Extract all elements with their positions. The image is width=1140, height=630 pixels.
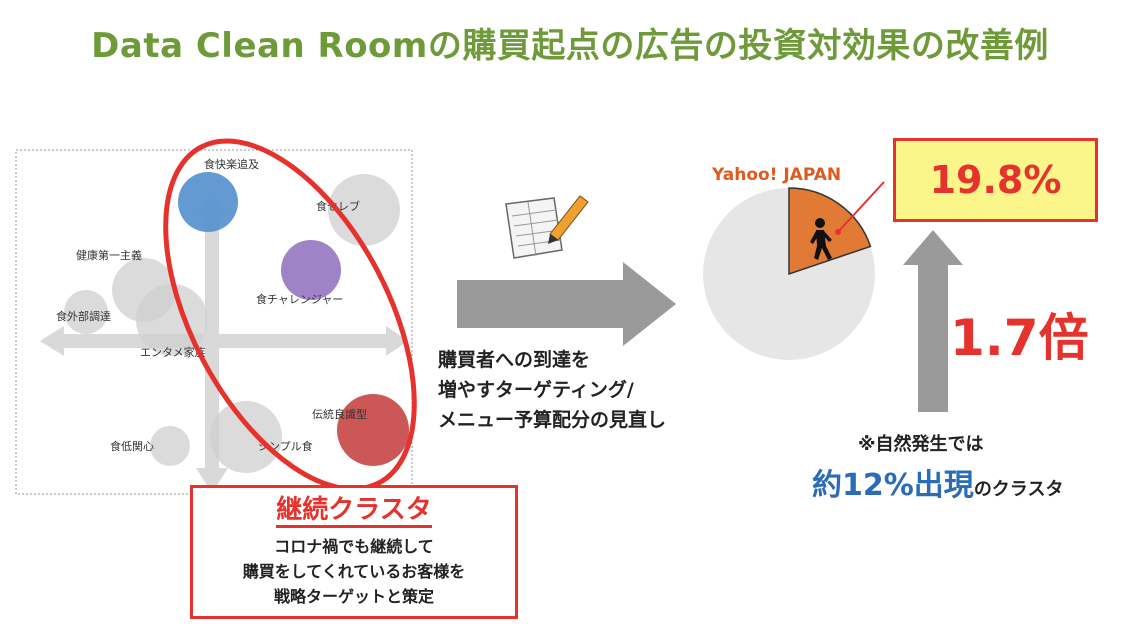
cluster-label: 食チャレンジャー xyxy=(256,292,343,306)
cluster-label: 食外部調達 xyxy=(56,309,111,323)
description-line: 購買をしてくれているお客様を xyxy=(242,561,466,581)
note-highlight: 約12%出現 xyxy=(812,468,974,503)
cluster-bubble xyxy=(210,401,282,473)
cluster-bubble xyxy=(178,172,238,232)
note-suffix: のクラスタ xyxy=(973,479,1064,500)
pie-chart xyxy=(703,187,875,360)
cluster-bubble xyxy=(337,394,409,466)
note-line: ※自然発生では xyxy=(858,434,984,455)
strategy-text: 購買者への到達を 増やすターゲティング/ メニュー予算配分の見直し xyxy=(438,345,666,435)
cluster-bubble xyxy=(64,290,108,334)
strategy-line: メニュー予算配分の見直し xyxy=(438,409,667,431)
up-arrow xyxy=(903,230,963,412)
note-highlight-line: 約12%出現のクラスタ xyxy=(812,460,1063,504)
cluster-label: 食セレブ xyxy=(316,199,360,213)
multiplier-label: 1.7倍 xyxy=(950,309,1089,367)
pointer-dot xyxy=(835,229,841,235)
pointer-line xyxy=(837,181,885,233)
cluster-label: 伝統良識型 xyxy=(312,407,367,421)
continuing-cluster-ellipse xyxy=(163,138,417,492)
right-arrow xyxy=(457,262,676,346)
continuing-cluster-title: 継続クラスタ xyxy=(276,496,432,528)
cluster-bubble xyxy=(281,240,341,300)
pie-slice-highlight xyxy=(788,187,872,276)
pie-label: Yahoo! JAPAN xyxy=(712,165,842,185)
strategy-line: 購買者への到達を xyxy=(438,349,591,371)
notepad-pencil-icon xyxy=(505,195,589,259)
description-line: 戦略ターゲットと策定 xyxy=(273,586,434,606)
cluster-label: エンタメ家族 xyxy=(140,345,206,359)
cluster-label: 食快楽追及 xyxy=(204,157,259,171)
cluster-bubble xyxy=(150,426,190,466)
cluster-bubble xyxy=(328,174,400,246)
cluster-label: 健康第一主義 xyxy=(76,248,142,262)
percent-callout: 19.8% xyxy=(893,138,1098,222)
continuing-cluster-box: 継続クラスタ コロナ禍でも継続して 購買をしてくれているお客様を 戦略ターゲット… xyxy=(190,485,518,619)
cluster-label: 食低関心 xyxy=(110,439,154,453)
strategy-line: 増やすターゲティング/ xyxy=(438,379,634,401)
description-line: コロナ禍でも継続して xyxy=(274,536,434,556)
walking-person-icon xyxy=(810,218,832,260)
page-title: Data Clean Roomの購買起点の広告の投資対効果の改善例 xyxy=(91,26,1049,66)
continuing-cluster-description: コロナ禍でも継続して 購買をしてくれているお客様を 戦略ターゲットと策定 xyxy=(193,534,515,609)
